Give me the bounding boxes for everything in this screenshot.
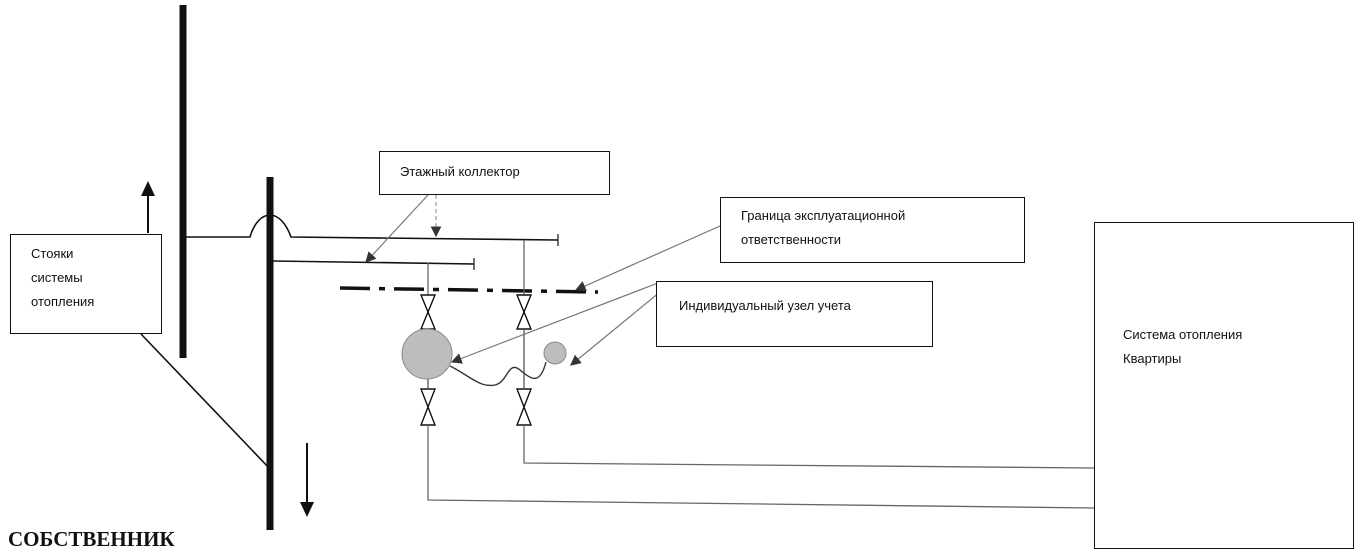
apartment-return-pipe — [427, 425, 1095, 509]
apartment-system-line-1: Система отопления — [1123, 327, 1243, 342]
leader-collector-1 — [365, 194, 429, 263]
arrow-up-icon — [141, 181, 155, 233]
boundary-label-line-2: ответственности — [741, 232, 842, 247]
apartment-system-box: Система отопления Квартиры — [1094, 222, 1354, 549]
risers-label-box: Стояки системы отопления — [10, 234, 162, 334]
risers-label-line-2: системы — [31, 270, 83, 285]
boundary-label-line-1: Граница эксплуатационной — [741, 208, 906, 223]
supply-branch-pipe — [186, 214, 559, 241]
risers-label-line-3: отопления — [31, 294, 95, 309]
floor-collector-label-box: Этажный коллектор — [379, 151, 610, 195]
heat-meter-icon — [401, 328, 453, 380]
sensor-cable — [449, 361, 547, 387]
leader-boundary — [574, 225, 721, 292]
valve-icon — [419, 388, 437, 426]
leader-risers — [140, 333, 272, 471]
return-branch-pipe — [272, 260, 475, 265]
meter-unit-label-box: Индивидуальный узел учета — [656, 281, 933, 347]
floor-collector-label: Этажный коллектор — [400, 164, 520, 179]
meter-unit-label: Индивидуальный узел учета — [679, 298, 851, 313]
valve-icon — [419, 294, 437, 330]
apartment-supply-pipe — [523, 425, 1095, 469]
risers-label-line-1: Стояки — [31, 246, 74, 261]
arrow-down-icon — [300, 443, 314, 517]
valve-icon — [515, 294, 533, 330]
valve-icon — [515, 388, 533, 426]
leader-meter-2 — [570, 291, 661, 366]
owner-caption: СОБСТВЕННИК — [8, 527, 175, 551]
apartment-system-line-2: Квартиры — [1123, 351, 1182, 366]
leader-meter-1 — [450, 282, 659, 364]
boundary-label-box: Граница эксплуатационной ответственности — [720, 197, 1025, 263]
responsibility-boundary-line — [339, 286, 599, 294]
temperature-sensor-icon — [543, 341, 567, 365]
